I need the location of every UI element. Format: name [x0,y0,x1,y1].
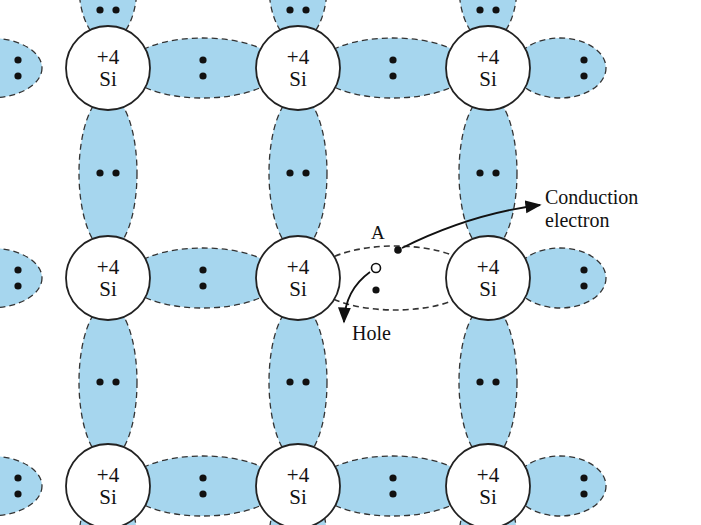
valence-electron [14,56,21,63]
valence-electron [286,378,293,385]
atom-text: +4 [477,256,499,278]
atom-text: Si [479,278,497,300]
silicon-atom: +4Si [445,25,531,111]
callout-text: Conduction electron [545,186,671,232]
atom-text: +4 [97,256,119,278]
silicon-atom: +4Si [65,235,151,321]
valence-electron [580,282,587,289]
valence-electron [389,490,396,497]
callout-text: Hole [352,322,391,345]
atom-text: +4 [97,46,119,68]
atom-circle [446,444,530,525]
atom-text: +4 [287,256,309,278]
bond-cloud [269,304,327,460]
bond-cloud [79,95,137,251]
point-label: A [371,222,385,244]
valence-electron [389,56,396,63]
bond-cloud [269,95,327,251]
silicon-atom: +4Si [445,235,531,321]
hole-mark [372,264,381,273]
valence-electron [302,378,309,385]
atom-text: Si [99,278,117,300]
valence-electron [96,169,103,176]
covalent-bonds [0,0,606,525]
valence-electron [14,266,21,273]
silicon-atom: +4Si [65,443,151,525]
bond-cloud [459,95,517,251]
valence-electron [476,169,483,176]
valence-electron [199,474,206,481]
bond-cloud [0,456,42,516]
valence-electron [302,6,309,13]
valence-electron [492,6,499,13]
valence-electron [199,72,206,79]
valence-electron [112,6,119,13]
valence-electron [14,72,21,79]
silicon-atom: +4Si [445,443,531,525]
valence-electron [580,56,587,63]
atom-text: Si [99,486,117,508]
atom-text: Si [289,278,307,300]
atom-circle [66,444,150,525]
hole-arrow [344,272,370,322]
silicon-atom: +4Si [255,443,341,525]
valence-electron [112,169,119,176]
valence-electron [389,72,396,79]
atom-text: Si [479,486,497,508]
broken-bond [313,205,540,322]
valence-electron [199,56,206,63]
valence-electron [286,169,293,176]
bond-electron [372,286,379,293]
valence-electron [199,490,206,497]
atom-circle [66,26,150,110]
atom-circle [256,236,340,320]
atom-text: +4 [477,464,499,486]
atom-text: +4 [97,464,119,486]
atom-circle [256,444,340,525]
atom-circle [66,236,150,320]
silicon-atom: +4Si [255,25,341,111]
silicon-atom: +4Si [255,235,341,321]
atom-circle [446,26,530,110]
bond-cloud [459,304,517,460]
atom-text: Si [99,68,117,90]
valence-electron [580,474,587,481]
valence-electron [580,266,587,273]
valence-electron [492,378,499,385]
valence-electron [14,474,21,481]
valence-electron [96,378,103,385]
valence-electron [286,6,293,13]
atom-text: +4 [477,46,499,68]
bond-cloud [0,248,42,308]
valence-electron [199,282,206,289]
atom-text: +4 [287,464,309,486]
valence-electron [492,169,499,176]
atom-text: +4 [287,46,309,68]
atom-text: Si [479,68,497,90]
bond-cloud [79,304,137,460]
atom-circle [256,26,340,110]
silicon-atom: +4Si [65,25,151,111]
valence-electron [96,6,103,13]
atom-circle [446,236,530,320]
valence-electron [580,72,587,79]
valence-electron [14,490,21,497]
valence-electron [476,6,483,13]
valence-electron [389,474,396,481]
valence-electron [580,490,587,497]
valence-electron [199,266,206,273]
atom-text: Si [289,486,307,508]
valence-electron [14,282,21,289]
bond-cloud [0,38,42,98]
valence-electron [112,378,119,385]
valence-electron [302,169,309,176]
valence-electron [476,378,483,385]
free-electron [394,246,402,254]
atom-text: Si [289,68,307,90]
